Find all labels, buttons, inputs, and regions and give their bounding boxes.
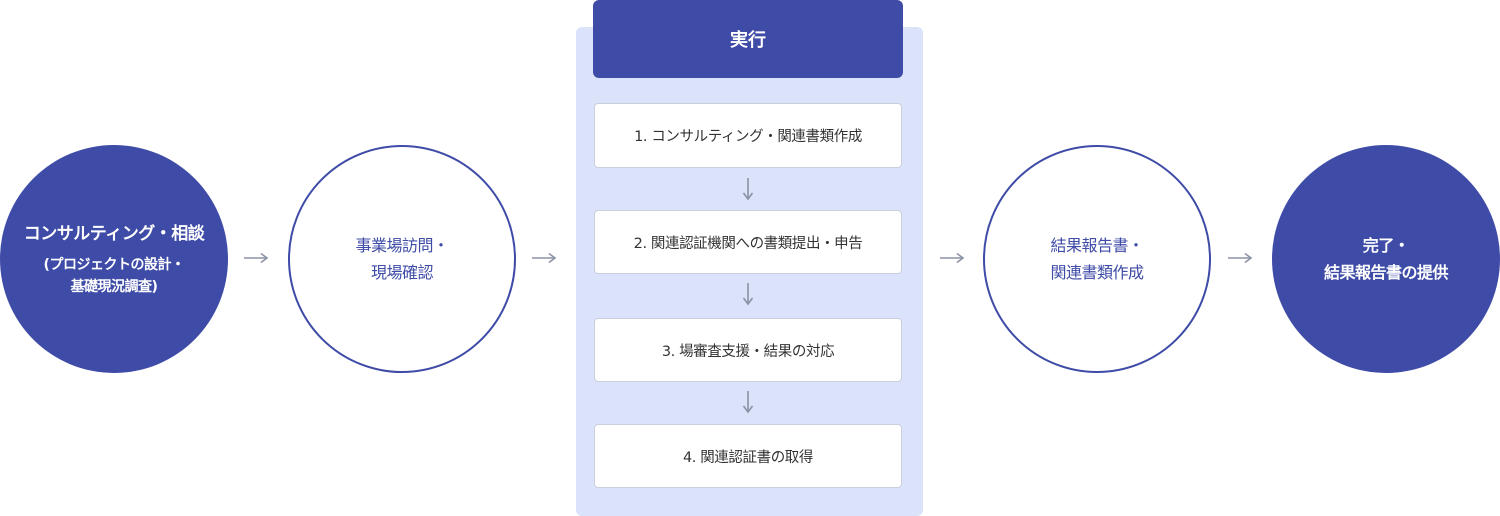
arrow-right-icon [1228,252,1253,264]
step-consulting-subtitle: (プロジェクトの設計・ 基礎現況調査) [44,254,185,298]
arrow-right-icon [532,252,557,264]
step-report-line-2: 関連書類作成 [1050,263,1144,282]
execution-step-4: 4. 関連認証書の取得 [594,424,902,488]
step-complete-line-2: 結果報告書の提供 [1323,263,1449,282]
step-site-visit-circle: 事業場訪問・ 現場確認 [288,145,516,373]
step-site-visit-text: 事業場訪問・ 現場確認 [355,232,449,286]
step-report-circle: 結果報告書・ 関連書類作成 [983,145,1211,373]
step-site-visit-line-1: 事業場訪問・ [355,236,449,255]
arrow-down-icon [742,283,754,306]
arrow-right-icon [244,252,269,264]
step-report-line-1: 結果報告書・ [1050,236,1144,255]
arrow-right-icon [940,252,965,264]
step-complete-line-1: 完了・ [1362,236,1410,255]
step-complete-circle: 完了・ 結果報告書の提供 [1272,145,1500,373]
step-consulting-subtitle-line-2: 基礎現況調査) [70,279,158,295]
execution-panel-header: 実行 [593,0,903,78]
step-consulting-subtitle-line-1: (プロジェクトの設計・ [43,257,185,273]
execution-step-2: 2. 関連認証機関への書類提出・申告 [594,210,902,274]
step-consulting-circle: コンサルティング・相談 (プロジェクトの設計・ 基礎現況調査) [0,145,228,373]
execution-step-3: 3. 場審査支援・結果の対応 [594,318,902,382]
arrow-down-icon [742,178,754,201]
arrow-down-icon [742,391,754,414]
step-report-text: 結果報告書・ 関連書類作成 [1050,232,1144,286]
step-site-visit-line-2: 現場確認 [370,263,434,282]
step-complete-text: 完了・ 結果報告書の提供 [1323,232,1449,286]
step-consulting-title: コンサルティング・相談 [23,224,205,244]
execution-step-1: 1. コンサルティング・関連書類作成 [594,103,902,168]
